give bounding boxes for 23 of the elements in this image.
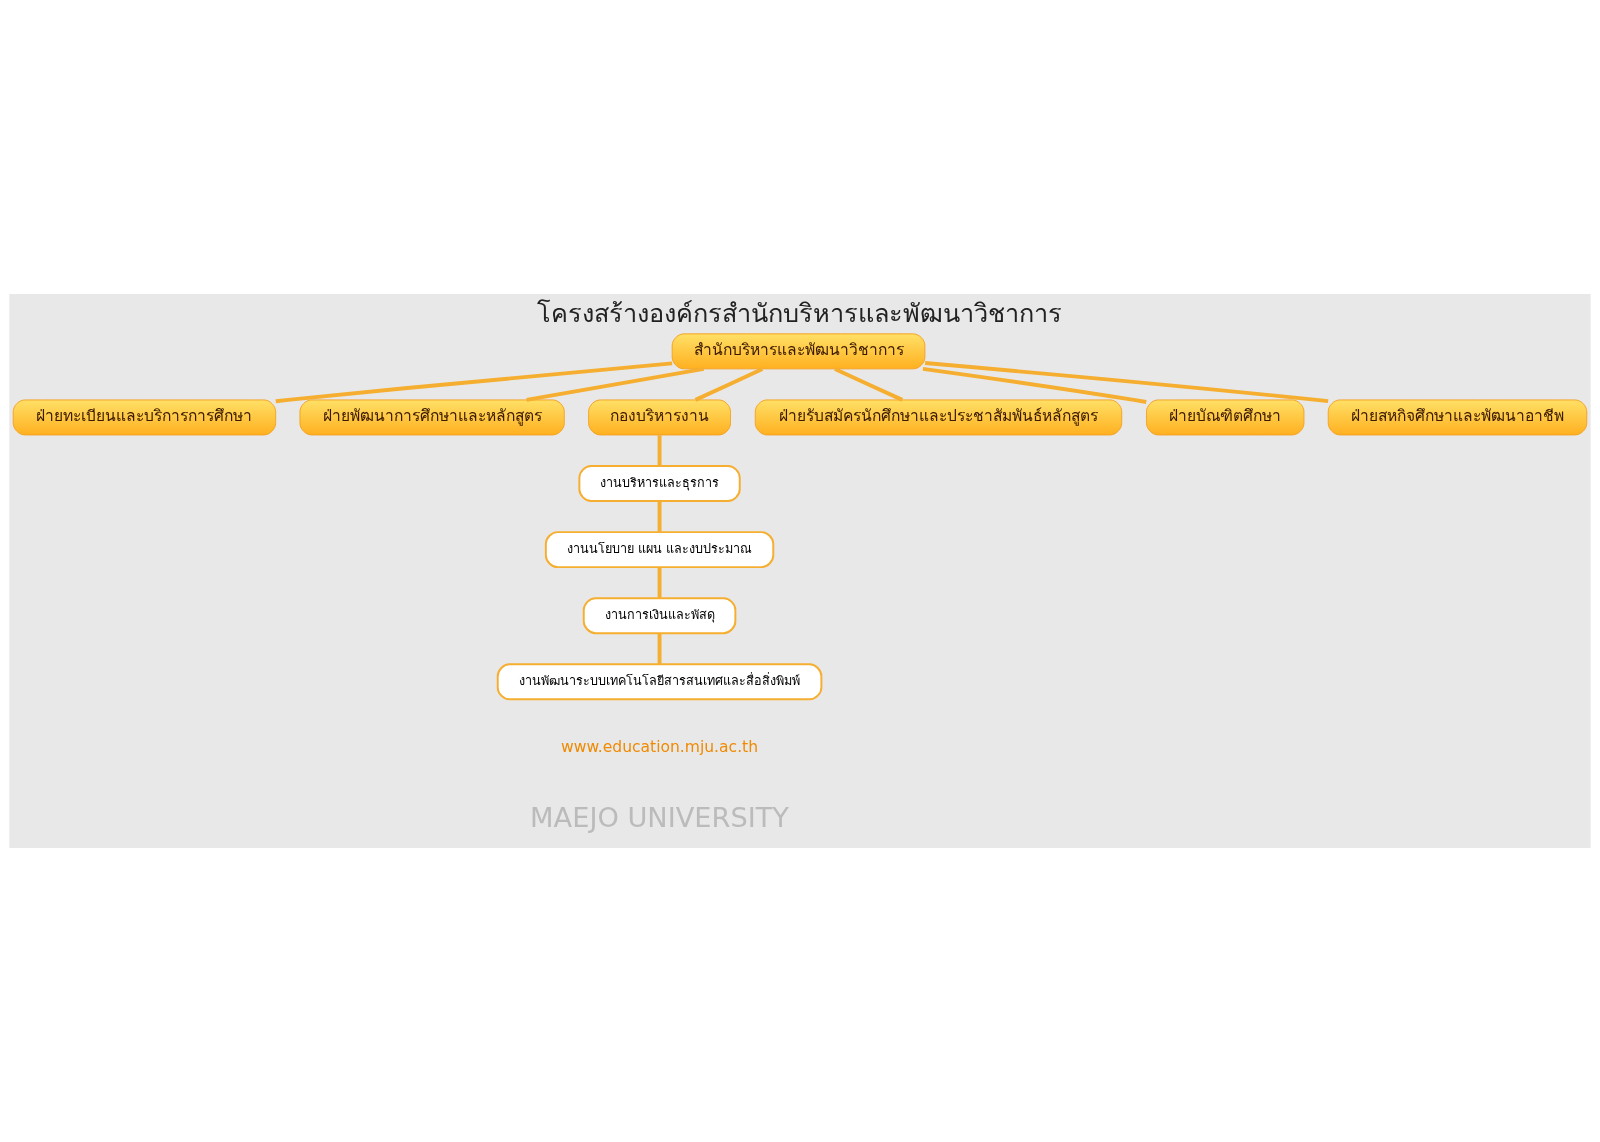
connector [657,633,662,664]
label: www.education.mju.ac.th [561,737,759,756]
connector [922,366,1147,404]
connector [526,367,705,402]
diagram-title: โครงสร้างองค์กรสำนักบริหารและพัฒนาวิชาการ [537,298,1063,328]
connector [924,361,1329,404]
node-box: ฝ่ายพัฒนาการศึกษาและหลักสูตร [299,399,565,436]
connector [834,367,904,402]
node-box: ฝ่ายทะเบียนและบริการการศึกษา [12,399,277,436]
connector [657,567,662,598]
connector [694,367,764,402]
node-box: ฝ่ายบัณฑิตศึกษา [1146,399,1305,436]
node-box: ฝ่ายสหกิจศึกษาและพัฒนาอาชีพ [1327,399,1588,436]
node-box: ฝ่ายรับสมัครนักศึกษาและประชาสัมพันธ์หลักสูตร [754,399,1123,436]
node-box: งานนโยบาย แผน และงบประมาณ [544,531,775,569]
node-box: งานบริหารและธุรการ [578,465,741,502]
node-box: สำนักบริหารและพัฒนาวิชาการ [671,333,926,370]
connector [657,501,662,532]
connector [275,361,673,404]
node-box: กองบริหารงาน [588,399,731,436]
connector [657,435,662,466]
node-box: งานพัฒนาระบบเทคโนโลยีสารสนเทศและสื่อสิ่งพิมพ์ [496,663,823,701]
node-box: งานการเงินและพัสดุ [582,597,737,635]
